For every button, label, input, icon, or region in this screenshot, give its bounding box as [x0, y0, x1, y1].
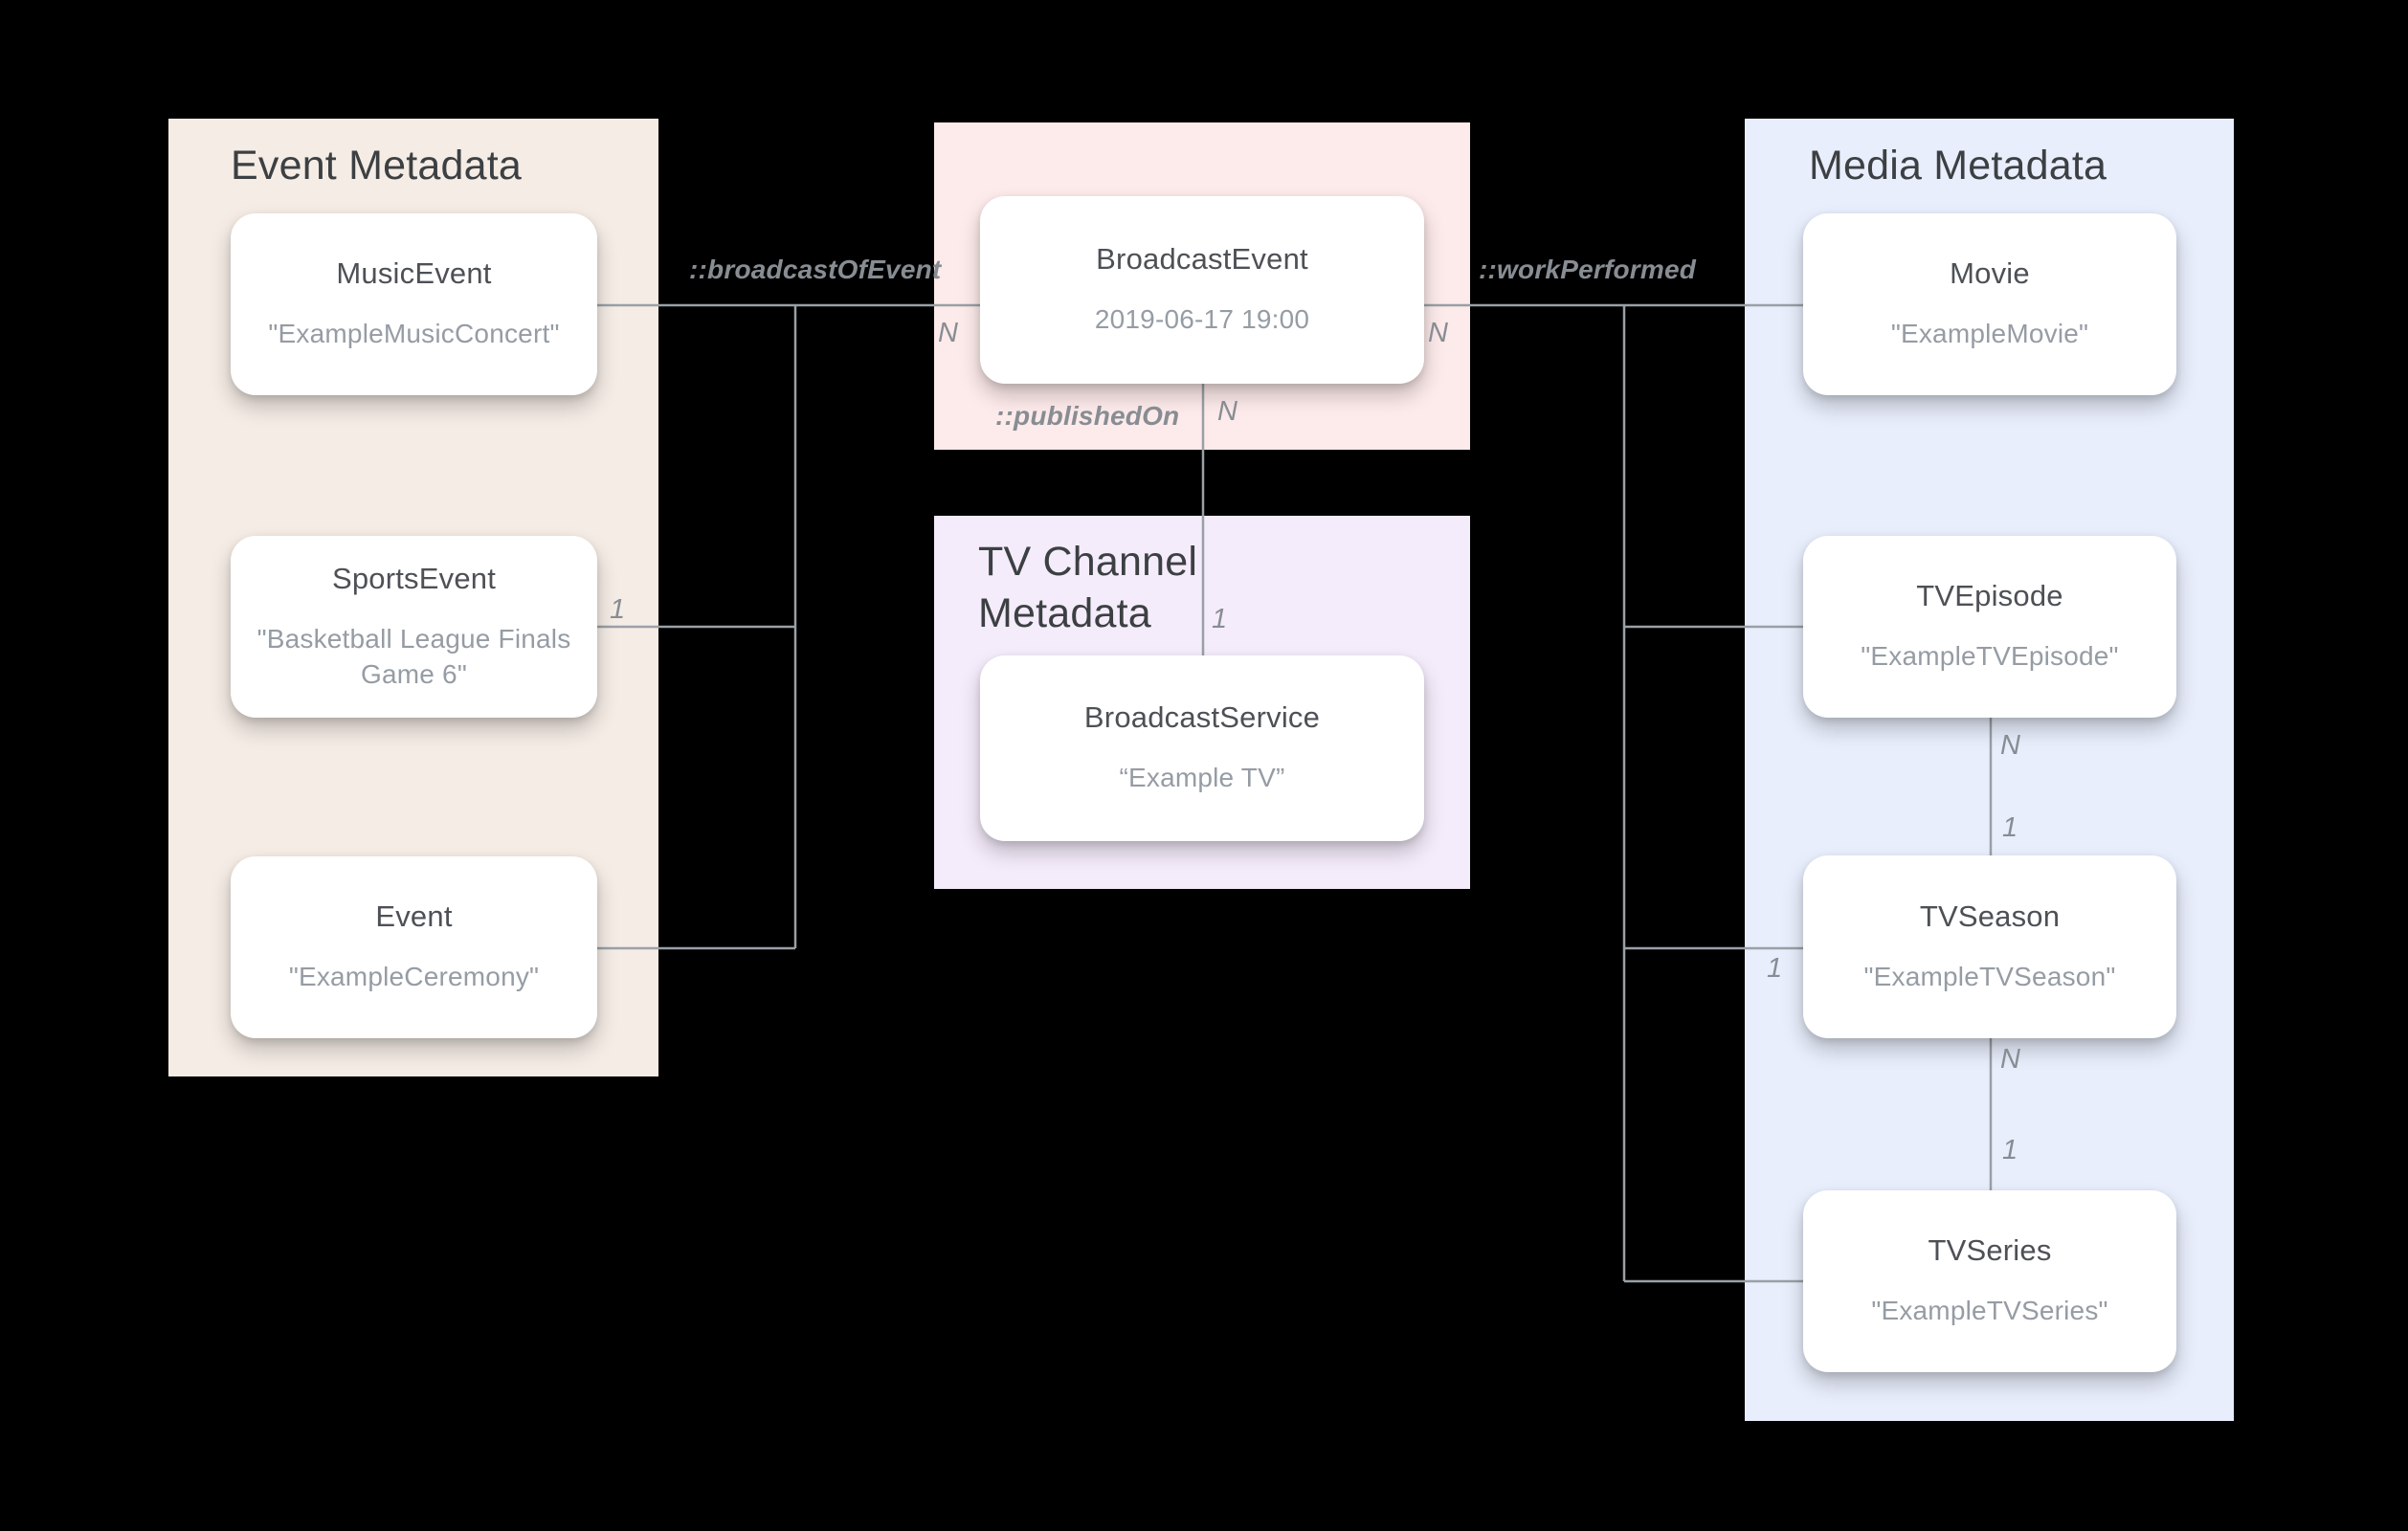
- cardinality-workperformed-1: 1: [1767, 953, 1783, 984]
- card-broadcastevent-title: BroadcastEvent: [1096, 242, 1308, 277]
- card-sportsevent-value: "Basketball League Finals Game 6": [256, 623, 571, 689]
- relation-publishedon-label: ::publishedOn: [995, 401, 1180, 431]
- card-event-value: "ExampleCeremony": [288, 962, 540, 992]
- card-tvseries-title: TVSeries: [1928, 1233, 2052, 1268]
- card-movie: Movie "ExampleMovie": [1803, 213, 2176, 395]
- card-musicevent: MusicEvent "ExampleMusicConcert": [231, 213, 597, 395]
- tv-channel-metadata-title: TV Channel Metadata: [978, 539, 1198, 637]
- cardinality-workperformed-n: N: [1428, 318, 1448, 348]
- card-broadcastevent: BroadcastEvent 2019-06-17 19:00: [980, 196, 1424, 384]
- cardinality-season-series-n: N: [2000, 1044, 2020, 1075]
- card-sportsevent-title: SportsEvent: [331, 561, 497, 595]
- cardinality-episode-season-1: 1: [2002, 812, 2018, 843]
- card-tvseries-value: "ExampleTVSeries": [1871, 1296, 2108, 1326]
- card-event-title: Event: [375, 899, 453, 934]
- card-tvseason-value: "ExampleTVSeason": [1863, 961, 2116, 991]
- card-broadcastservice-value: “Example TV”: [1119, 763, 1285, 793]
- event-metadata-title: Event Metadata: [231, 143, 522, 189]
- card-broadcastservice-title: BroadcastService: [1083, 700, 1321, 735]
- relation-broadcastofevent-label: ::broadcastOfEvent: [689, 255, 942, 284]
- card-tvepisode-value: "ExampleTVEpisode": [1861, 641, 2119, 672]
- cardinality-episode-season-n: N: [2000, 730, 2020, 761]
- card-tvepisode: TVEpisode "ExampleTVEpisode": [1803, 536, 2176, 718]
- card-broadcastservice: BroadcastService “Example TV”: [980, 655, 1424, 841]
- relation-workperformed-label: ::workPerformed: [1479, 255, 1697, 284]
- card-tvseason-title: TVSeason: [1919, 899, 2061, 933]
- card-musicevent-value: "ExampleMusicConcert": [268, 319, 560, 349]
- cardinality-broadcastofevent-1: 1: [610, 594, 626, 625]
- cardinality-broadcastofevent-n: N: [938, 318, 958, 348]
- card-sportsevent: SportsEvent "Basketball League Finals Ga…: [231, 536, 597, 718]
- card-tvseries: TVSeries "ExampleTVSeries": [1803, 1190, 2176, 1372]
- card-movie-value: "ExampleMovie": [1890, 319, 2089, 349]
- card-tvseason: TVSeason "ExampleTVSeason": [1803, 855, 2176, 1038]
- card-musicevent-title: MusicEvent: [336, 256, 492, 291]
- cardinality-publishedon-n: N: [1217, 396, 1237, 427]
- cardinality-season-series-1: 1: [2002, 1135, 2018, 1165]
- card-broadcastevent-value: 2019-06-17 19:00: [1094, 304, 1310, 335]
- card-event: Event "ExampleCeremony": [231, 856, 597, 1038]
- card-movie-title: Movie: [1950, 256, 2030, 291]
- card-tvepisode-title: TVEpisode: [1916, 579, 2063, 613]
- cardinality-publishedon-1: 1: [1212, 604, 1228, 634]
- media-metadata-title: Media Metadata: [1809, 143, 2107, 189]
